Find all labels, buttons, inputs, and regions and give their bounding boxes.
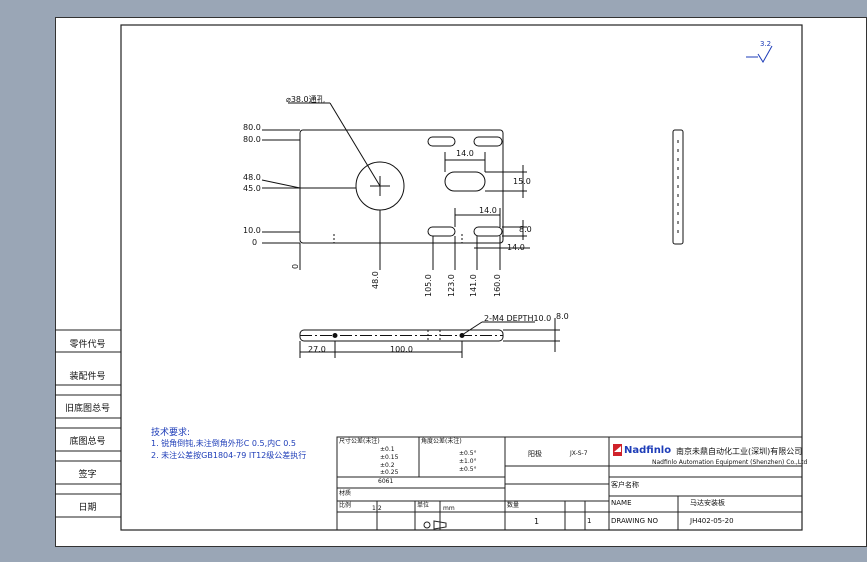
company-logo bbox=[613, 444, 622, 456]
label-assembly-no: 装配件号 bbox=[69, 372, 106, 382]
label-old-drawing-no: 旧底图总号 bbox=[64, 404, 110, 414]
dim-slot-bot-height: 8.0 bbox=[519, 225, 532, 234]
surface-finish-value: 3.2 bbox=[760, 40, 772, 48]
dim-y-0: 0 bbox=[252, 238, 258, 247]
slot-middle bbox=[444, 171, 486, 192]
qty-label: 数量 bbox=[507, 502, 520, 509]
dim-slot-mid-height: 15.0 bbox=[513, 177, 531, 186]
dim-x-0: 0 bbox=[291, 263, 300, 269]
dim-hole-span: 100.0 bbox=[390, 345, 413, 354]
drawing-sheet bbox=[55, 17, 867, 547]
company-name-cn: 南京未鼎自动化工业(深圳)有限公司 bbox=[676, 447, 803, 456]
surface-finish-mark bbox=[746, 45, 773, 63]
title-block bbox=[336, 436, 803, 531]
qty-value: 1 bbox=[534, 517, 540, 526]
unit-label: 单位 bbox=[417, 502, 430, 509]
tol-left-3: ±0.2 bbox=[380, 462, 395, 469]
dim-x-160: 160.0 bbox=[493, 274, 502, 297]
hole-note: 2-M4 DEPTH10.0 bbox=[484, 314, 552, 323]
slot-top-left bbox=[427, 136, 456, 147]
rev-value: 1 bbox=[587, 517, 592, 525]
plate-side-view bbox=[672, 129, 684, 245]
name-label: NAME bbox=[611, 499, 632, 507]
dim-slot-top-width: 14.0 bbox=[456, 149, 474, 158]
dim-y-48: 48.0 bbox=[243, 173, 261, 182]
tol-left-1: ±0.1 bbox=[380, 446, 395, 453]
tol-right-1: ±0.5° bbox=[459, 450, 477, 457]
material-label: 材质 bbox=[339, 490, 352, 497]
scale-value: 1:2 bbox=[372, 505, 382, 512]
tol-header-1: 尺寸公差(未注) bbox=[339, 438, 380, 445]
dim-x-141: 141.0 bbox=[469, 274, 478, 297]
logo-text: Nadfinlo bbox=[624, 445, 672, 456]
tech-notes-title: 技术要求: bbox=[151, 428, 191, 438]
dim-x-105: 105.0 bbox=[424, 274, 433, 297]
drawing-no-value: JH402-05-20 bbox=[690, 517, 734, 525]
dim-y-45: 45.0 bbox=[243, 184, 261, 193]
tol-left-4: ±0.25 bbox=[380, 469, 399, 476]
label-drawing-no: 底图总号 bbox=[69, 437, 106, 447]
tol-right-2: ±1.0° bbox=[459, 458, 477, 465]
side-column-rows bbox=[55, 351, 121, 518]
tech-note-2: 2. 未注公差按GB1804-79 IT12级公差执行 bbox=[151, 451, 307, 460]
finish-code: JX-S-7 bbox=[570, 450, 588, 457]
dim-y-10: 10.0 bbox=[243, 226, 261, 235]
scale-label: 比例 bbox=[339, 502, 352, 509]
slot-top-right bbox=[473, 136, 503, 147]
dim-thickness: 8.0 bbox=[556, 312, 569, 321]
company-name-en: Nadfinlo Automation Equipment (Shenzhen)… bbox=[652, 459, 808, 466]
dim-x-123: 123.0 bbox=[447, 274, 456, 297]
dim-y-80b: 80.0 bbox=[243, 135, 261, 144]
unit-value: mm bbox=[443, 505, 455, 512]
slot-bottom-right bbox=[473, 226, 503, 237]
slot-bottom-left bbox=[427, 226, 456, 237]
drawing-no-label: DRAWING NO bbox=[611, 517, 658, 525]
customer-label: 客户名称 bbox=[611, 481, 639, 489]
label-part-code: 零件代号 bbox=[69, 340, 106, 350]
dim-slot-bot-right: 14.0 bbox=[507, 243, 525, 252]
projection-symbol bbox=[423, 520, 447, 530]
tech-note-1: 1. 锐角倒钝,未注倒角外形C 0.5,内C 0.5 bbox=[151, 439, 296, 448]
bore-note: ⌀38.0通孔 bbox=[286, 95, 325, 104]
dim-left-offset: 27.0 bbox=[308, 345, 326, 354]
plate-front-view bbox=[261, 102, 530, 270]
tol-right-3: ±0.5° bbox=[459, 466, 477, 473]
tol-left-2: ±0.15 bbox=[380, 454, 399, 461]
dim-y-80a: 80.0 bbox=[243, 123, 261, 132]
name-value: 马达安装板 bbox=[690, 499, 725, 507]
tol-header-2: 角度公差(未注) bbox=[421, 438, 462, 445]
material-value: 6061 bbox=[378, 478, 394, 485]
plate-outline bbox=[299, 129, 504, 244]
label-sign: 签字 bbox=[78, 470, 97, 480]
dim-x-48: 48.0 bbox=[371, 271, 380, 289]
label-date: 日期 bbox=[78, 503, 97, 513]
plate-top-view bbox=[299, 318, 560, 358]
finish-value: 阳极 bbox=[528, 450, 542, 458]
dim-slot-bot-width: 14.0 bbox=[479, 206, 497, 215]
